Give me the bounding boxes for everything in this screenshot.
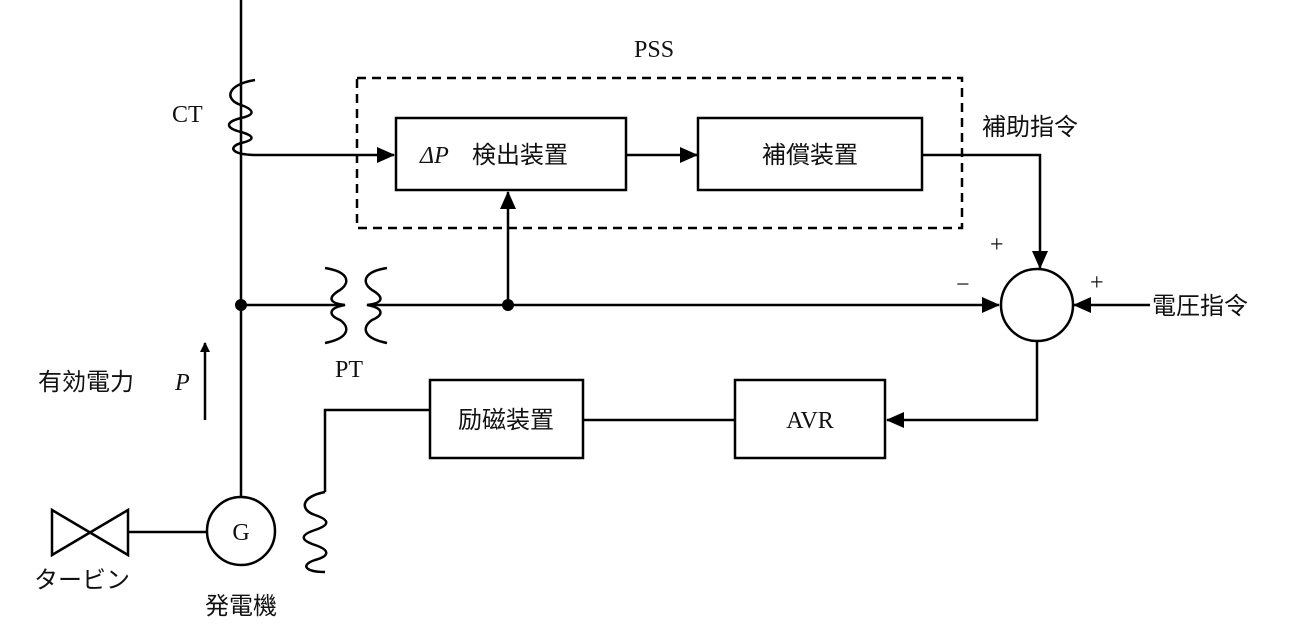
pt-secondary-coil: [364, 266, 388, 345]
pt-label: PT: [335, 357, 363, 383]
ct-coil: [227, 78, 259, 157]
exciter-label: 励磁装置: [458, 406, 554, 434]
generator-g-label: G: [232, 520, 249, 546]
sum-to-avr-arrow: [886, 341, 1039, 428]
pt-primary-coil: [324, 266, 348, 345]
generator-label: 発電機: [205, 592, 277, 620]
plus-right-sign: +: [1090, 270, 1104, 296]
voltage-command-label: 電圧指令: [1152, 292, 1248, 320]
detector-label: 検出装置: [472, 141, 568, 169]
pss-label: PSS: [634, 37, 674, 63]
aux-command-label: 補助指令: [982, 113, 1078, 141]
delta-p-label: ΔP: [419, 143, 449, 169]
turbine-valve-icon: [50, 507, 130, 558]
exciter-output-line: [323, 408, 430, 492]
aux-command-arrow: [922, 153, 1048, 269]
minus-sign: −: [956, 272, 970, 298]
field-winding-coil: [302, 490, 328, 574]
avr-block: [733, 378, 887, 460]
compensator-block: [696, 116, 924, 192]
ct-label: CT: [172, 102, 203, 128]
summing-junction: [999, 267, 1075, 343]
active-power-label: 有効電力: [38, 368, 134, 396]
p-symbol: P: [174, 370, 190, 396]
exciter-block: [428, 378, 585, 460]
delta-p-detector-block: [394, 116, 628, 192]
pss-boundary: [355, 76, 964, 230]
plus-top-sign: +: [990, 232, 1004, 258]
avr-label: AVR: [786, 408, 834, 434]
compensator-label: 補償装置: [762, 141, 858, 169]
turbine-label: タービン: [34, 566, 130, 594]
